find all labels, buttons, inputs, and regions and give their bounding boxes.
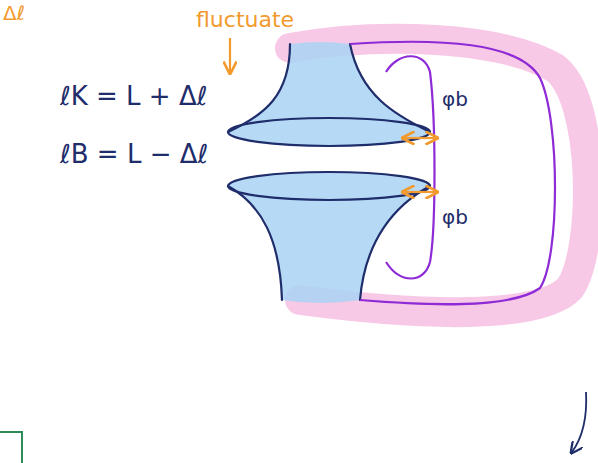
note-label: fluctuate [196, 8, 294, 32]
equation-label: ℓK = L + Δℓ [60, 82, 207, 111]
field-label: φb [442, 88, 468, 110]
field-label: φb [442, 206, 468, 228]
lower-trumpet [228, 172, 430, 300]
pointer-arrow [229, 38, 231, 72]
purple-inner-loop [386, 56, 435, 278]
bracket [0, 432, 22, 463]
equation-label: ℓB = L − Δℓ [60, 140, 208, 169]
direction-arrow [572, 392, 586, 452]
delta-label: Δℓ [3, 2, 25, 24]
double-arrow [404, 191, 436, 193]
purple-outer-curve [350, 42, 555, 305]
lower-trumpet-fill [228, 172, 430, 303]
upper-trumpet-fill [228, 42, 430, 146]
double-arrow [404, 137, 436, 139]
